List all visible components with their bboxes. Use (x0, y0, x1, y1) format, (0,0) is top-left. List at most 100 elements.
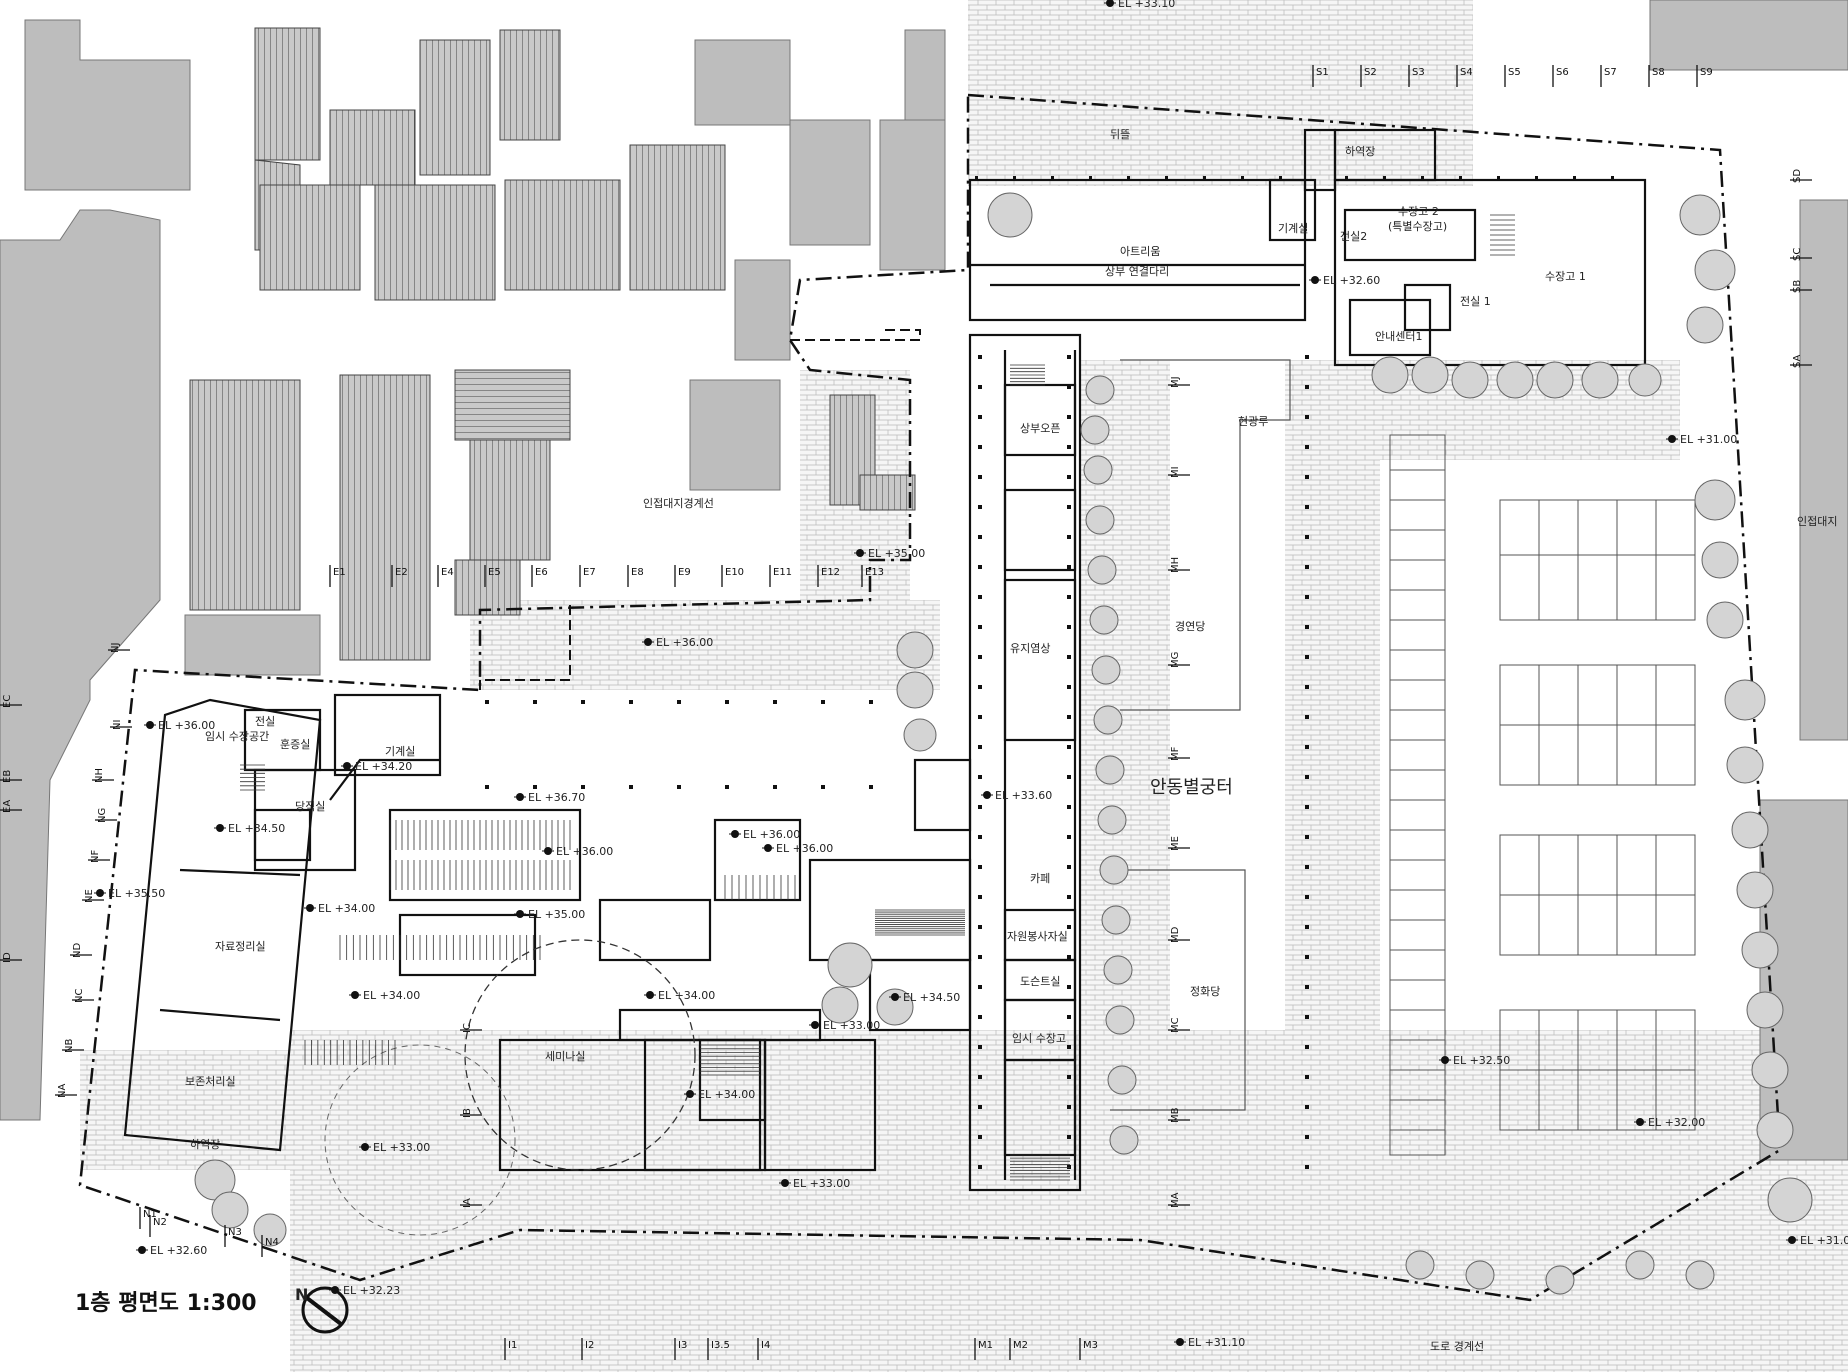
grid-label: S4 (1456, 65, 1473, 87)
tree-icon (1405, 1250, 1435, 1280)
tree-icon (1080, 415, 1110, 445)
elevation-label: EL +33.00 (373, 1141, 430, 1154)
elevation-marker: EL +35.00 (854, 547, 925, 560)
label-storage2: 수장고 2 (1398, 205, 1439, 218)
elevation-label: EL +32.60 (150, 1244, 207, 1257)
grid-label: E4 (437, 565, 454, 587)
svg-text:EB: EB (2, 770, 13, 783)
tree-icon (1679, 194, 1721, 236)
elevation-marker: EL +32.60 (1309, 274, 1380, 287)
svg-text:I3: I3 (678, 1340, 687, 1351)
elevation-markers: EL +33.10 EL +35.00 EL +36.00 EL +36.00 EL +… (94, 0, 1848, 1349)
elevation-label: EL +33.10 (1118, 0, 1175, 10)
parking (1389, 434, 1696, 1156)
neighbour-buildings (189, 27, 916, 661)
grid-label: EB (0, 770, 22, 783)
grid-label: S1 (1312, 65, 1329, 87)
grid-label: I3.5 (707, 1338, 730, 1360)
svg-text:NB: NB (64, 1039, 75, 1053)
tree-icon (1706, 601, 1744, 639)
label-hyeongwangru: 현광루 (1238, 415, 1268, 428)
grid-label: IA (460, 1198, 482, 1208)
tree-icon (1756, 1111, 1794, 1149)
svg-text:NI: NI (112, 720, 123, 730)
grid-label: EC (0, 695, 22, 708)
svg-text:M3: M3 (1083, 1340, 1098, 1351)
grid-label: NC (72, 989, 94, 1003)
tree-icon (1736, 871, 1774, 909)
tree-icon (1731, 811, 1769, 849)
elevation-label: EL +36.00 (656, 636, 713, 649)
tree-icon (1724, 679, 1766, 721)
grid-label: SB (1790, 280, 1812, 293)
svg-text:MJ: MJ (1170, 376, 1181, 388)
svg-text:SD: SD (1792, 169, 1803, 183)
label-upper-open: 상부오픈 (1020, 422, 1060, 435)
grid-label: NF (88, 850, 110, 863)
grid-label: SC (1790, 248, 1812, 261)
drawing-title: 1층 평면도 1:300 (75, 1291, 257, 1316)
svg-text:ID: ID (2, 952, 13, 963)
tree-icon (1451, 361, 1489, 399)
label-loading-bottom: 하역장 (190, 1137, 220, 1151)
label-seminar: 세미나실 (545, 1050, 585, 1063)
svg-text:E11: E11 (773, 567, 792, 578)
elevation-label: EL +34.50 (903, 991, 960, 1004)
svg-text:EC: EC (2, 695, 13, 708)
svg-text:S3: S3 (1412, 67, 1425, 78)
svg-text:E7: E7 (583, 567, 596, 578)
label-fumigation: 훈증실 (280, 738, 310, 751)
svg-text:MA: MA (1170, 1192, 1181, 1208)
elevation-label: EL +32.00 (1648, 1116, 1705, 1129)
grid-label: I2 (581, 1338, 594, 1360)
boundary-dashed (479, 329, 921, 690)
elevation-label: EL +32.50 (1453, 1054, 1510, 1067)
tree-icon (1091, 655, 1121, 685)
label-loading-top: 하역장 (1345, 144, 1375, 158)
svg-text:SC: SC (1792, 248, 1803, 261)
tree-icon (1107, 1065, 1137, 1095)
tree-icon (1093, 705, 1123, 735)
svg-text:MI: MI (1170, 466, 1181, 478)
grid-label: MG (1168, 652, 1190, 668)
label-heritage-shop: 유지염상 (1010, 642, 1050, 655)
tree-icon (1465, 1260, 1495, 1290)
elevation-label: EL +36.00 (743, 828, 800, 841)
svg-text:E6: E6 (535, 567, 548, 578)
label-display-l: 전실 (255, 715, 275, 728)
grid-label: MC (1168, 1017, 1190, 1033)
trees (194, 192, 1813, 1295)
grid-label: I4 (757, 1338, 770, 1360)
tree-icon (1087, 555, 1117, 585)
grid-label: E13 (861, 565, 884, 587)
grid-label: E6 (531, 565, 548, 587)
elevation-marker: EL +36.00 (729, 828, 800, 841)
svg-text:EA: EA (2, 800, 13, 813)
elevation-label: EL +34.50 (228, 822, 285, 835)
svg-text:IB: IB (462, 1108, 473, 1118)
tree-icon (1746, 991, 1784, 1029)
elevation-label: EL +31.00 (1800, 1234, 1848, 1247)
elevation-marker: EL +36.00 (542, 845, 613, 858)
svg-text:E13: E13 (865, 567, 884, 578)
elevation-label: EL +34.00 (658, 989, 715, 1002)
elevation-marker: EL +36.00 (642, 636, 713, 649)
svg-text:E12: E12 (821, 567, 840, 578)
tree-icon (1371, 356, 1409, 394)
tree-icon (827, 942, 873, 988)
label-display1: 전실 1 (1460, 295, 1491, 308)
svg-text:N1: N1 (143, 1209, 157, 1220)
tree-icon (1694, 249, 1736, 291)
elevation-label: EL +35.50 (108, 887, 165, 900)
svg-text:S2: S2 (1364, 67, 1377, 78)
grid-label: E7 (579, 565, 596, 587)
stairs (240, 214, 1515, 1181)
grid-label: M1 (974, 1338, 993, 1360)
grid-label: N4 (261, 1235, 279, 1257)
yard-circle (464, 939, 696, 1171)
tree-icon (1085, 375, 1115, 405)
grid-label: N2 (149, 1215, 167, 1237)
label-conservation: 보존처리실 (185, 1075, 236, 1088)
grid-label: MJ (1168, 376, 1190, 388)
tree-icon (1085, 505, 1115, 535)
